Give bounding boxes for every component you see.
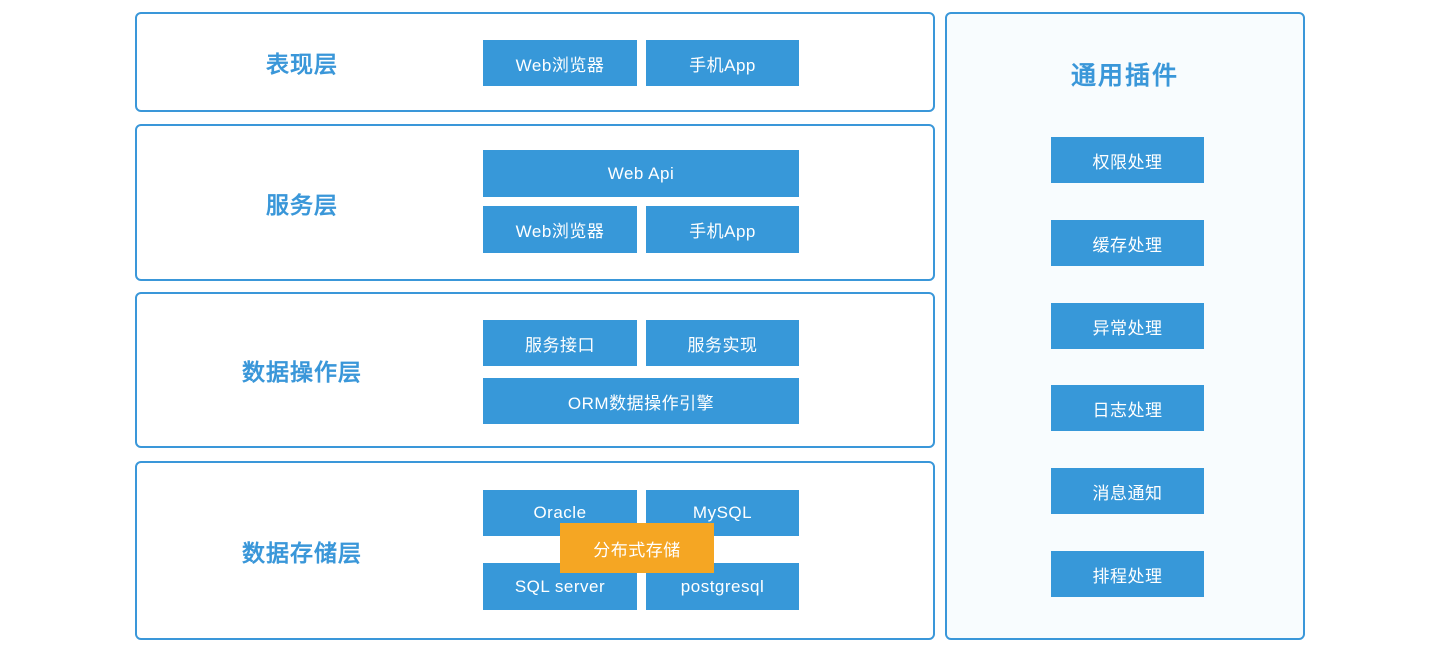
node-exception-handling: 异常处理 xyxy=(1051,303,1204,349)
node-sql-server: SQL server xyxy=(483,563,637,610)
layer-panel-data-operation: 数据操作层 服务接口 服务实现 ORM数据操作引擎 xyxy=(135,292,935,448)
node-service-interface: 服务接口 xyxy=(483,320,637,366)
node-service-implementation: 服务实现 xyxy=(646,320,799,366)
node-mobile-app: 手机App xyxy=(646,206,799,253)
node-schedule-handling: 排程处理 xyxy=(1051,551,1204,597)
node-log-handling: 日志处理 xyxy=(1051,385,1204,431)
node-permission-handling: 权限处理 xyxy=(1051,137,1204,183)
node-postgresql: postgresql xyxy=(646,563,799,610)
layer-panel-data-storage: 数据存储层 Oracle MySQL SQL server postgresql… xyxy=(135,461,935,640)
layer-label-data-storage: 数据存储层 xyxy=(242,539,362,566)
plugins-panel-title: 通用插件 xyxy=(1070,62,1179,90)
node-distributed-storage: 分布式存储 xyxy=(560,523,714,573)
node-web-api: Web Api xyxy=(483,150,799,197)
layer-label-presentation: 表现层 xyxy=(266,51,338,77)
layer-panel-service: 服务层 Web Api Web浏览器 手机App xyxy=(135,124,935,281)
node-web-browser: Web浏览器 xyxy=(483,40,637,86)
layer-label-service: 服务层 xyxy=(266,191,338,218)
node-message-notification: 消息通知 xyxy=(1051,468,1204,514)
layer-panel-presentation: 表现层 Web浏览器 手机App xyxy=(135,12,935,112)
plugins-panel: 通用插件 权限处理 缓存处理 异常处理 日志处理 消息通知 排程处理 xyxy=(945,12,1305,640)
node-cache-handling: 缓存处理 xyxy=(1051,220,1204,266)
node-web-browser: Web浏览器 xyxy=(483,206,637,253)
node-orm-engine: ORM数据操作引擎 xyxy=(483,378,799,424)
node-mobile-app: 手机App xyxy=(646,40,799,86)
layer-label-data-operation: 数据操作层 xyxy=(242,359,362,385)
